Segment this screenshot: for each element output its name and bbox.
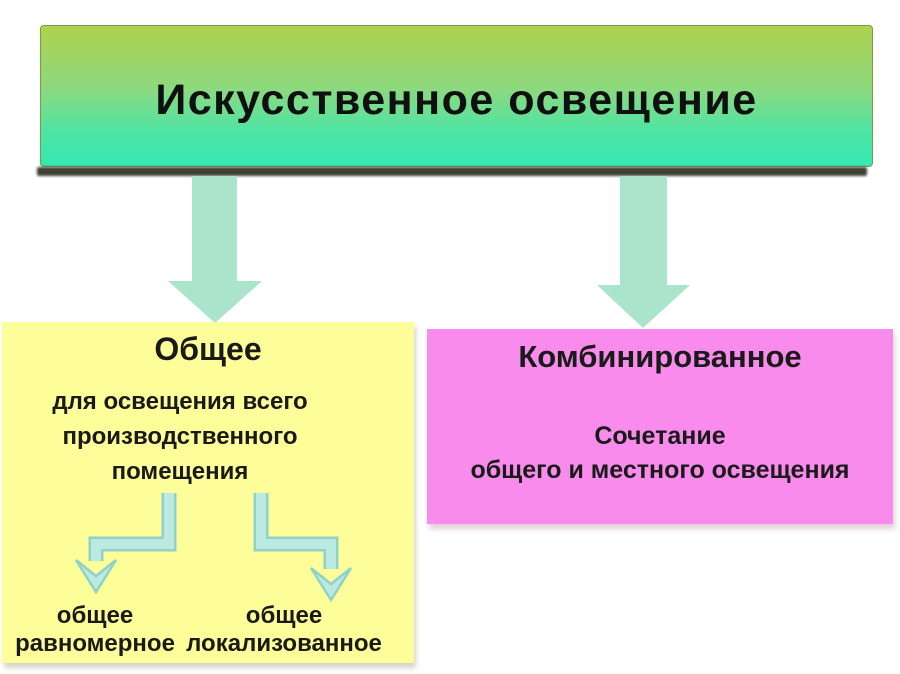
sub-label-line: локализованное — [186, 630, 382, 657]
description-line: для освещения всего — [52, 388, 308, 415]
page-title: Искусственное освещение — [155, 75, 758, 124]
combined-box-description: Сочетание общего и местного освещения — [427, 419, 893, 487]
arrowhead-left-icon — [74, 559, 118, 595]
title-banner: Искусственное освещение — [40, 25, 873, 167]
general-lighting-box: Общее для освещения всего производственн… — [2, 322, 414, 663]
arrowhead-right-icon — [309, 567, 353, 603]
down-arrow-left-icon — [168, 176, 262, 323]
description-line: помещения — [111, 458, 249, 485]
sub-label-localized: общее локализованное — [184, 602, 384, 658]
general-box-heading: Общее — [154, 331, 262, 367]
combined-lighting-box: Комбинированное Сочетание общего и местн… — [427, 329, 893, 524]
sub-label-line: общее — [56, 602, 134, 629]
description-line: производственного — [62, 423, 298, 450]
elbow-arrow-right-icon — [256, 493, 336, 569]
elbow-arrows-icon — [74, 493, 353, 603]
sub-label-line: общее — [245, 602, 323, 629]
banner-shadow — [37, 167, 867, 176]
down-arrow-right-icon — [597, 176, 690, 328]
description-line: Сочетание — [594, 422, 726, 450]
elbow-arrow-left-icon — [91, 493, 174, 561]
description-line: общего и местного освещения — [470, 456, 850, 484]
elbow-arrow-right-outline-icon — [253, 493, 339, 569]
elbow-arrow-left-outline-icon — [88, 493, 177, 561]
combined-box-heading: Комбинированное — [518, 339, 802, 374]
sub-label-uniform: общее равномерное — [6, 602, 184, 658]
general-box-description: для освещения всего производственного по… — [2, 384, 358, 489]
sub-label-line: равномерное — [15, 630, 175, 657]
